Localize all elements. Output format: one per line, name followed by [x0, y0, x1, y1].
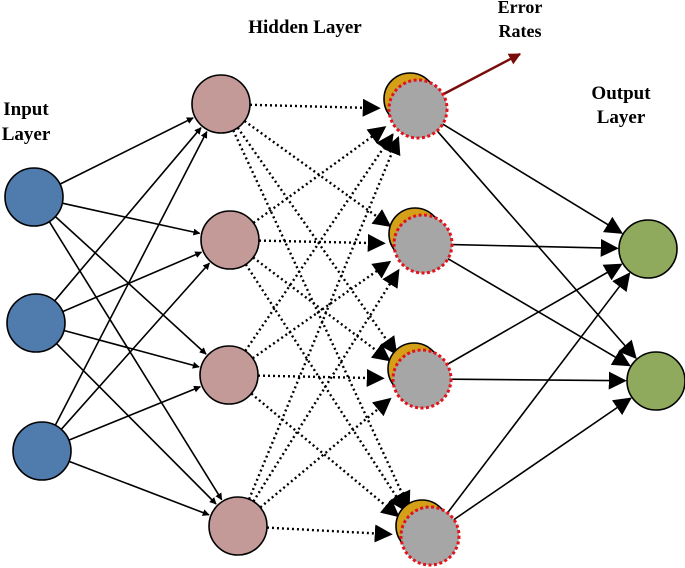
hidden1-node-h4	[208, 496, 268, 556]
hidden1-node-h1	[191, 74, 251, 134]
dropout-front-g2	[392, 213, 454, 275]
connections	[48, 52, 637, 543]
hidden1-node-h3	[199, 345, 259, 405]
edge-h4-g3	[259, 397, 392, 509]
dropout-node-g1	[383, 72, 449, 140]
dropout-node-g3	[387, 342, 453, 410]
edge-i2-h1	[54, 127, 202, 302]
edge-i3-h4	[68, 460, 210, 516]
edge-i1-h2	[62, 202, 201, 236]
output-layer-label-line1: Output	[591, 83, 651, 104]
edge-i2-h4	[55, 343, 217, 505]
edge-h3-g1	[244, 133, 394, 352]
dropout-node-g4	[395, 499, 461, 567]
edge-i3-h3	[68, 385, 201, 441]
dropout-node-g2	[388, 207, 454, 275]
edge-g1-o2	[436, 130, 637, 360]
edge-g4-o1	[446, 272, 631, 514]
edge-h1-g3	[236, 127, 398, 356]
edge-h3-g3	[257, 368, 385, 387]
dropout-front-g3	[391, 348, 453, 410]
edge-h4-g4	[266, 524, 393, 543]
edge-i2-h3	[63, 329, 200, 369]
dropout-front-g1	[387, 78, 449, 140]
error-rates-label-line1: Error	[498, 0, 543, 17]
edge-h1-g2	[243, 120, 392, 227]
edge-i3-h1	[54, 130, 208, 426]
edge-g3-o1	[446, 263, 623, 366]
edge-h3-g4	[250, 392, 400, 518]
nodes	[4, 72, 685, 567]
edge-g3-o2	[450, 371, 627, 390]
edge-g2-o1	[451, 238, 619, 257]
output-node-o2	[626, 351, 685, 411]
output-node-o1	[618, 219, 678, 279]
input-node-i3	[12, 421, 72, 481]
edge-i1-h3	[54, 216, 207, 355]
input-layer-label-line2: Layer	[2, 124, 51, 145]
output-layer-label-line2: Layer	[597, 107, 646, 128]
error-rates-arrow	[437, 52, 522, 99]
edge-h2-g2	[258, 233, 386, 252]
edge-g4-o2	[453, 397, 632, 521]
edge-h4-g2	[252, 268, 400, 503]
edge-h1-g1	[249, 98, 381, 117]
edge-i3-h2	[60, 262, 210, 430]
edge-g1-o1	[442, 123, 624, 234]
edge-i2-h2	[62, 251, 203, 313]
edge-h2-g1	[252, 126, 387, 224]
edge-h2-g3	[252, 256, 391, 362]
input-layer-label-line1: Input	[3, 99, 49, 120]
input-node-i1	[4, 167, 64, 227]
edge-h4-g1	[247, 136, 401, 500]
dropout-front-g4	[399, 505, 461, 567]
edge-i1-h1	[59, 117, 194, 185]
error-rates-label-line2: Rates	[499, 21, 542, 41]
hidden-layer-label: Hidden Layer	[248, 17, 362, 38]
input-node-i2	[6, 293, 66, 353]
edge-i1-h4	[48, 221, 223, 501]
hidden1-node-h2	[200, 210, 260, 270]
labels: Input Layer Hidden Layer Error Rates Out…	[2, 0, 652, 145]
